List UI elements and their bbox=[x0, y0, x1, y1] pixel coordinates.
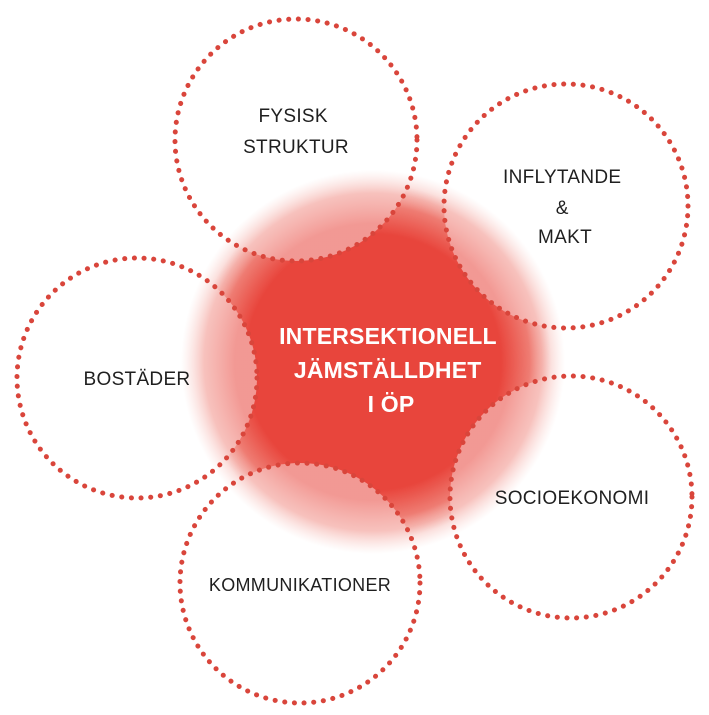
circle-fysisk-struktur bbox=[172, 16, 420, 264]
label-bostader-line-1: BOSTÄDER bbox=[84, 369, 191, 390]
label-socioekonomi-line-1: SOCIOEKONOMI bbox=[495, 488, 650, 509]
label-inflytande-makt: INFLYTANDE & MAKT bbox=[503, 167, 627, 248]
label-socioekonomi: SOCIOEKONOMI bbox=[495, 488, 650, 509]
label-inflytande-line-3: MAKT bbox=[538, 227, 592, 248]
circle-bostader bbox=[14, 255, 260, 501]
label-fysisk-line-1: FYSISK bbox=[259, 106, 328, 127]
center-title-line-3: I ÖP bbox=[368, 391, 415, 417]
label-fysisk-struktur: FYSISK STRUKTUR bbox=[243, 106, 349, 158]
circle-kommunikationer bbox=[177, 460, 423, 706]
circle-inflytande-makt bbox=[441, 81, 691, 331]
center-title-line-1: INTERSEKTIONELL bbox=[279, 323, 496, 349]
center-title: INTERSEKTIONELL JÄMSTÄLLDHET I ÖP bbox=[279, 323, 503, 417]
label-inflytande-line-2: & bbox=[556, 198, 569, 219]
label-inflytande-line-1: INFLYTANDE bbox=[503, 167, 621, 188]
label-kommunikationer-line-1: KOMMUNIKATIONER bbox=[209, 575, 391, 595]
label-bostader: BOSTÄDER bbox=[84, 369, 191, 390]
label-kommunikationer: KOMMUNIKATIONER bbox=[209, 575, 391, 595]
circle-socioekonomi bbox=[447, 373, 695, 621]
center-title-line-2: JÄMSTÄLLDHET bbox=[294, 357, 482, 383]
center-blob bbox=[195, 184, 551, 540]
label-fysisk-line-2: STRUKTUR bbox=[243, 137, 349, 158]
